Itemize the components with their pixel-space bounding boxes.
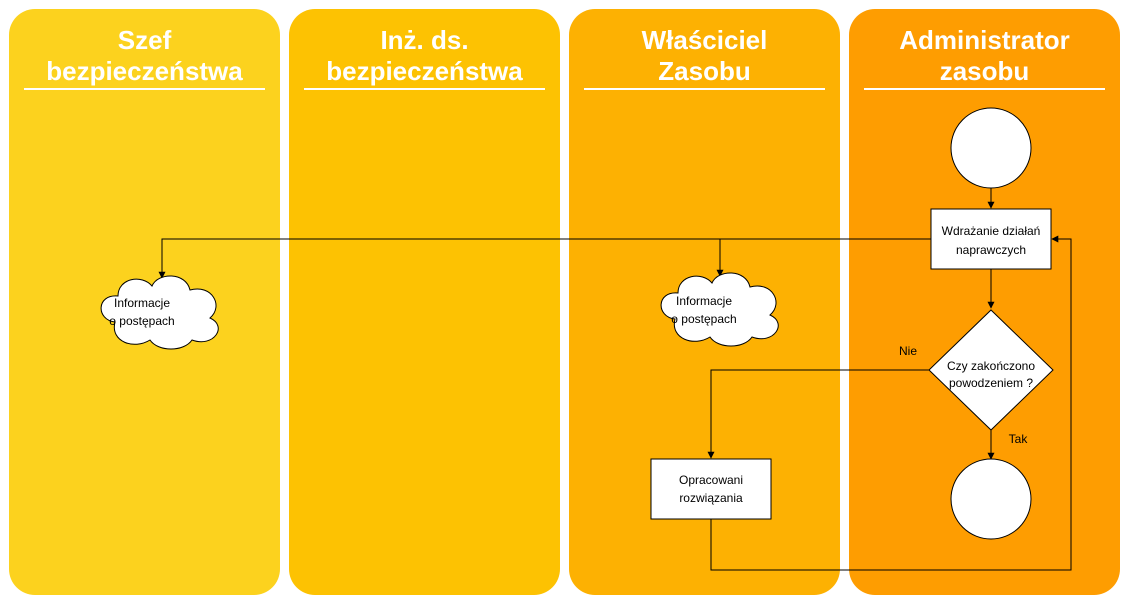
task-implement-label: Wdrażanie działań: [942, 224, 1041, 238]
lane-title-line2: bezpieczeństwa: [46, 56, 243, 86]
end-event: [950, 458, 1032, 540]
lane-title: Właściciel Zasobu: [569, 25, 840, 87]
task-solutions-label: Opracowani: [679, 473, 743, 487]
edge-decision-no-to-solutions: [707, 369, 929, 459]
decision-label: powodzeniem ?: [949, 376, 1033, 390]
lane-title-line1: Właściciel: [641, 25, 768, 55]
edge-solutions-loop-to-implement: [710, 235, 1072, 571]
lane-title: Administrator zasobu: [849, 25, 1120, 87]
decision-gateway: [928, 309, 1054, 431]
lane-title-line1: Szef: [117, 25, 172, 55]
lane-title-line1: Administrator: [899, 25, 1070, 55]
lane-title-line1: Inż. ds.: [380, 25, 469, 55]
cloud-info-right-label: o postępach: [671, 312, 736, 326]
lane-security-engineer: Inż. ds. bezpieczeństwa: [289, 9, 560, 595]
cloud-info-left-label: o postępach: [109, 314, 174, 328]
lane-divider: [304, 88, 545, 90]
lane-title-line2: Zasobu: [658, 56, 751, 86]
cloud-info-left: [100, 275, 219, 350]
cloud-info-right-label: Informacje: [676, 294, 732, 308]
edge-implement-to-info-left: [158, 238, 931, 279]
lane-divider: [864, 88, 1105, 90]
lane-divider: [584, 88, 825, 90]
cloud-info-left-label: Informacje: [114, 296, 170, 310]
cloud-info-right: [660, 272, 779, 347]
edge-label-no: Nie: [899, 344, 917, 358]
task-solutions: [650, 458, 772, 520]
task-implement-label: naprawczych: [956, 243, 1026, 257]
lane-title-line2: bezpieczeństwa: [326, 56, 523, 86]
task-implement: [930, 208, 1052, 270]
edge-label-yes: Tak: [1009, 432, 1029, 446]
lane-title-line2: zasobu: [939, 56, 1030, 86]
connectors: [158, 188, 1072, 571]
task-solutions-label: rozwiązania: [679, 491, 743, 505]
lane-divider: [24, 88, 265, 90]
lane-title: Szef bezpieczeństwa: [9, 25, 280, 87]
lane-title: Inż. ds. bezpieczeństwa: [289, 25, 560, 87]
start-event: [950, 107, 1032, 189]
decision-label: Czy zakończono: [947, 359, 1035, 373]
